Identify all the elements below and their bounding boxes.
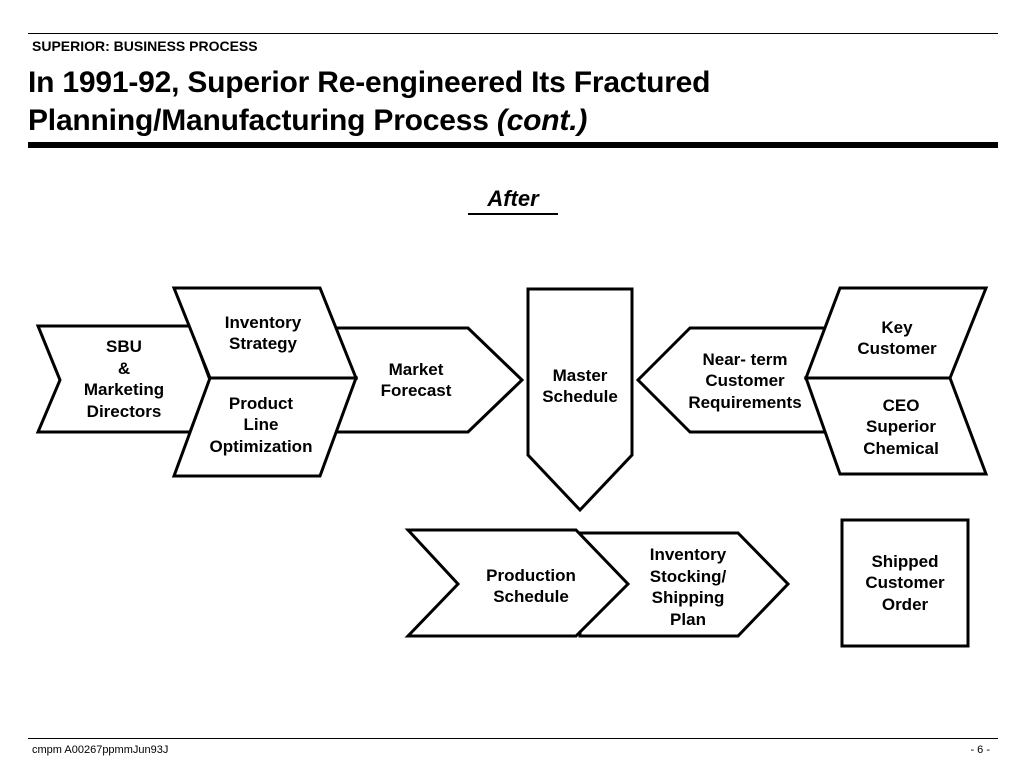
near-term-label: Near- term Customer Requirements	[688, 349, 802, 412]
master-schedule-label: Master Schedule	[542, 365, 618, 407]
key-customer-label: Key Customer	[857, 317, 937, 359]
product-line-label: Product Line Optimization	[209, 393, 313, 456]
title-rule	[28, 142, 998, 148]
shipped-order-label: Shipped Customer Order	[865, 551, 945, 614]
page-title: In 1991-92, Superior Re-engineered Its F…	[28, 64, 988, 140]
title-main: In 1991-92, Superior Re-engineered Its F…	[28, 66, 711, 137]
ceo-shape	[803, 376, 989, 476]
production-schedule-label: Production Schedule	[486, 565, 576, 607]
footer-code: cmpm A00267ppmmJun93J	[32, 744, 169, 756]
near-term-shape	[635, 326, 832, 434]
diagram-heading: After	[468, 186, 558, 215]
master-schedule-shape	[526, 287, 634, 513]
sbu-label: SBU & Marketing Directors	[83, 337, 165, 421]
bottom-rule	[28, 738, 998, 739]
product-line-shape	[171, 376, 359, 478]
shipped-order-shape	[840, 518, 970, 648]
title-suffix: (cont.)	[496, 104, 588, 137]
inventory-stocking-label: Inventory Stocking/ Shipping Plan	[649, 545, 727, 629]
top-rule	[28, 33, 998, 34]
section-label: SUPERIOR: BUSINESS PROCESS	[32, 38, 258, 54]
market-forecast-label: Market Forecast	[380, 359, 452, 401]
production-schedule-shape	[404, 528, 631, 638]
ceo-label: CEO Superior Chemical	[863, 395, 939, 458]
page-number: - 6 -	[970, 744, 990, 756]
inventory-strategy-label: Inventory Strategy	[224, 312, 302, 354]
